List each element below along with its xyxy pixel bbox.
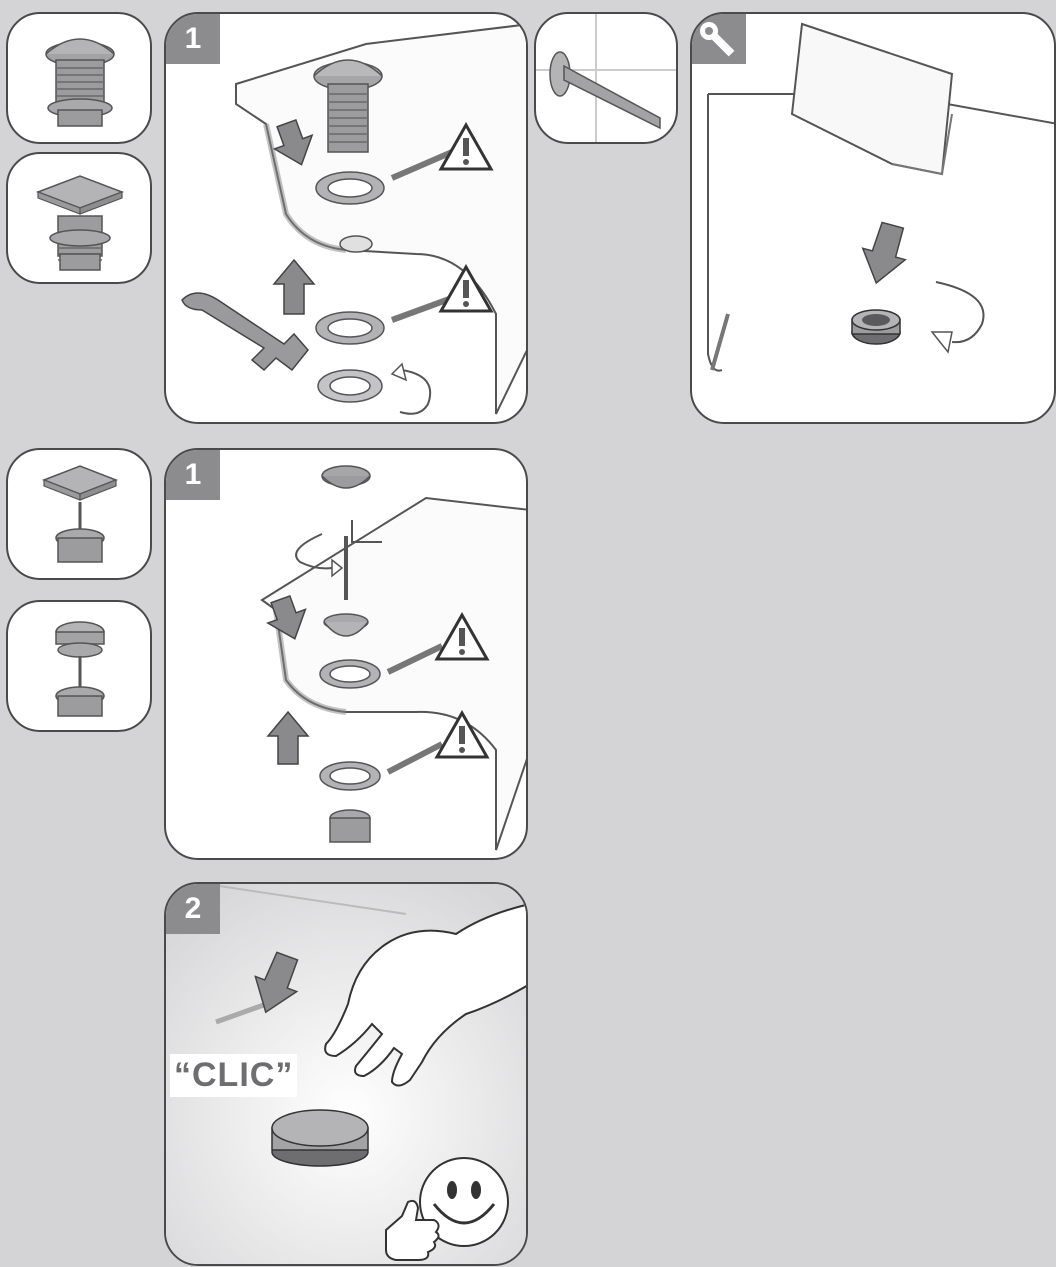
wall-spout-illustration <box>536 14 678 144</box>
wall-spout-thumbnail-panel <box>534 12 678 144</box>
round-cap-waste-illustration <box>8 14 152 144</box>
square-cap-waste-illustration <box>8 154 152 284</box>
step-number-badge: 2 <box>166 884 220 934</box>
warning-triangle-icon <box>438 122 494 172</box>
warning-triangle-icon <box>434 710 490 760</box>
round-click-clack-illustration <box>8 602 152 732</box>
smiley-thumbs-up-icon <box>372 1146 522 1266</box>
maintenance-panel <box>690 12 1056 424</box>
variant-round-click-panel <box>6 600 152 732</box>
install-step-1-panel: 1 <box>164 12 528 424</box>
step-number-badge: 1 <box>166 14 220 64</box>
variant-round-cap-panel <box>6 12 152 144</box>
basin-waste-exploded-illustration <box>166 14 528 424</box>
step-number-badge: 1 <box>166 450 220 500</box>
warning-triangle-icon <box>434 612 490 662</box>
square-click-clack-illustration <box>8 450 152 580</box>
aerator-removal-illustration <box>692 14 1056 424</box>
wrench-icon <box>692 14 746 64</box>
warning-triangle-icon <box>438 264 494 314</box>
variant-square-click-panel <box>6 448 152 580</box>
install-step-1-click-panel: 1 <box>164 448 528 860</box>
click-sound-label: “CLIC” <box>170 1054 297 1097</box>
install-step-2-panel: 2 “CLIC” <box>164 882 528 1266</box>
variant-square-cap-panel <box>6 152 152 284</box>
